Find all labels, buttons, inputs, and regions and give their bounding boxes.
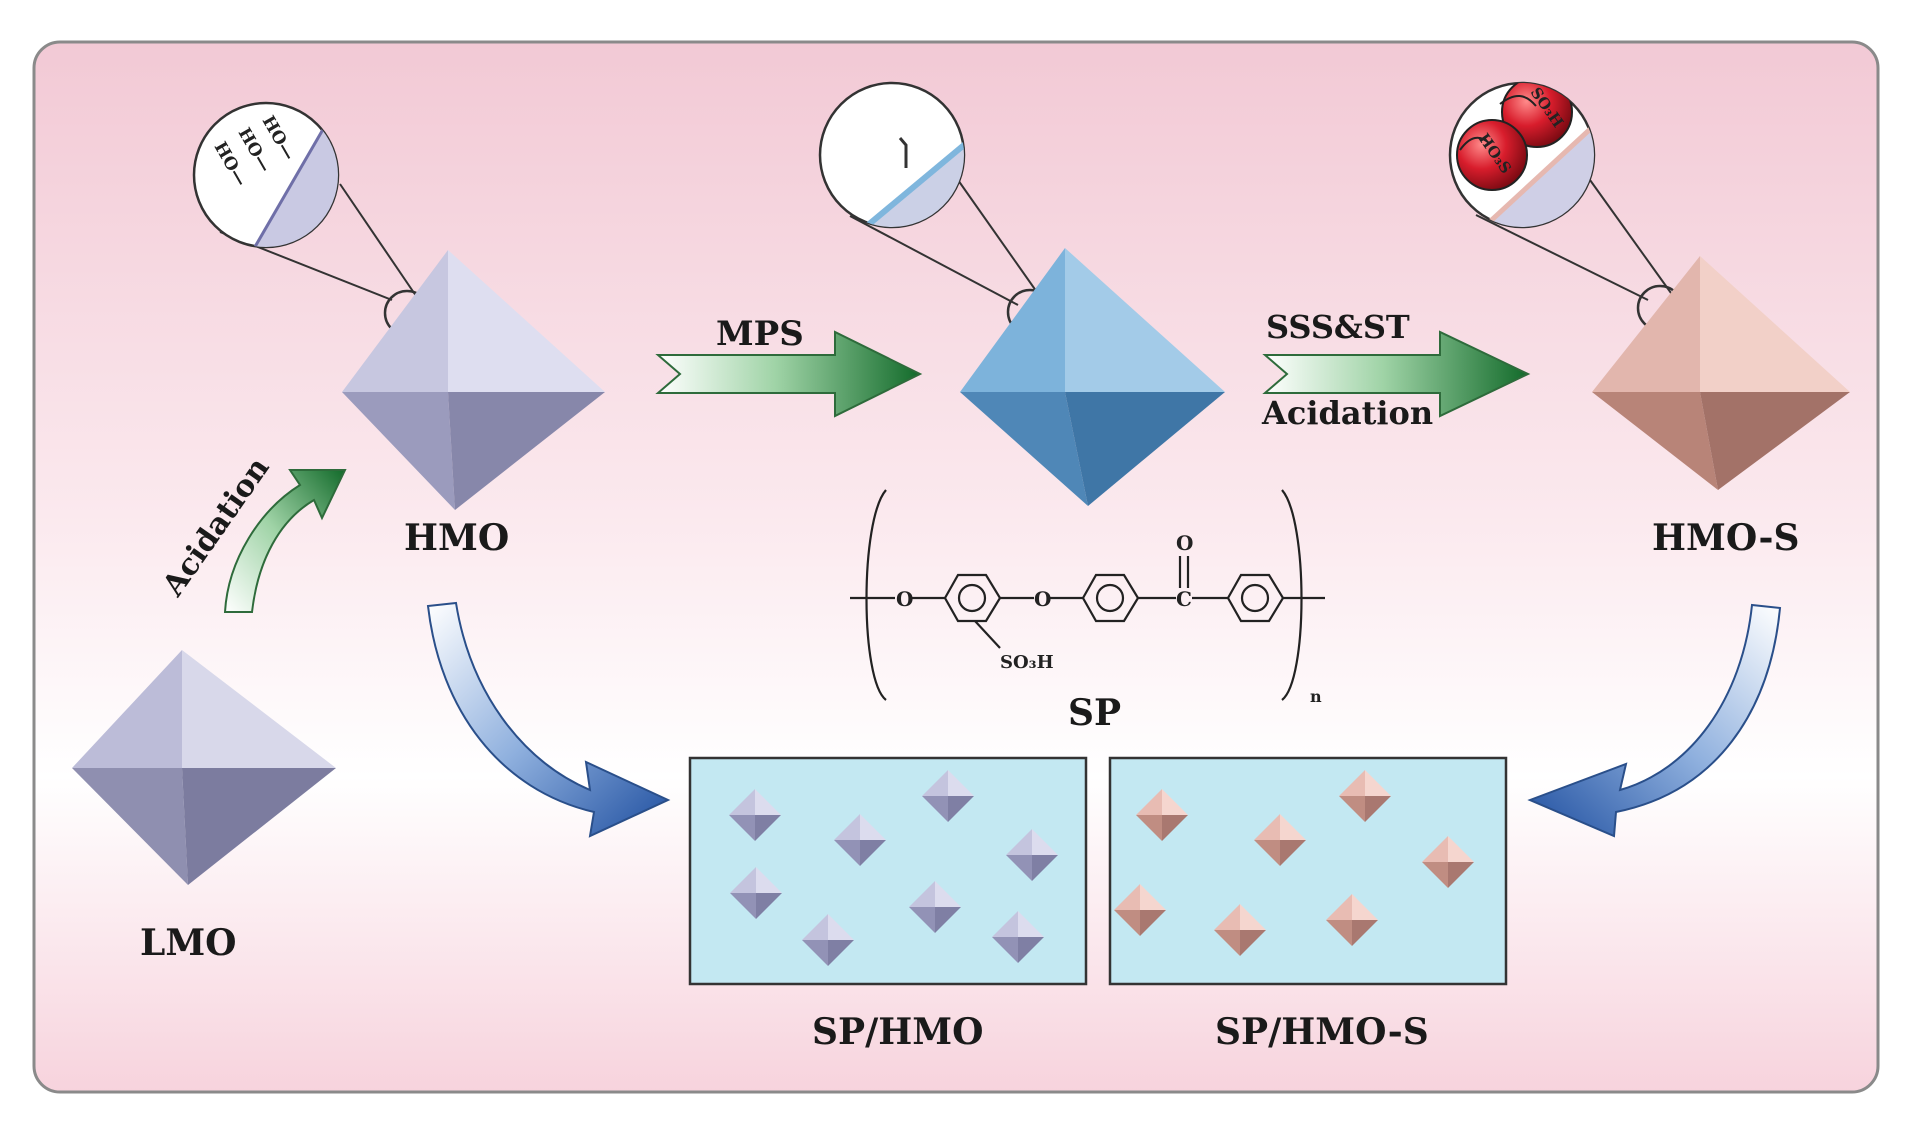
lmo-label: LMO xyxy=(140,922,237,964)
embedded-crystal xyxy=(1136,789,1188,841)
repeat-unit-subscript: n xyxy=(1310,687,1322,706)
hmo-particles xyxy=(729,770,1058,966)
sp-label: SP xyxy=(1068,692,1121,734)
embedded-crystal xyxy=(1326,894,1378,946)
mps-octahedron xyxy=(960,248,1225,506)
hmo-s-particles xyxy=(1114,770,1474,956)
sulfonic-group-label: SO₃H xyxy=(1000,652,1054,673)
mps-arrow xyxy=(655,330,923,418)
embedded-crystal xyxy=(1422,836,1474,888)
embedded-crystal xyxy=(1339,770,1391,822)
hmo-s-octahedron xyxy=(1592,256,1850,490)
embedded-crystal xyxy=(1254,814,1306,866)
ether-oxygen-2: O xyxy=(1034,587,1051,611)
embedded-crystal xyxy=(730,867,782,919)
carbonyl-carbon: C xyxy=(1176,587,1192,611)
embedded-crystal xyxy=(834,814,886,866)
embedded-crystal xyxy=(729,789,781,841)
carbonyl-oxygen: O xyxy=(1176,531,1193,555)
hmo-zoom-callout: HO— HO— HO— xyxy=(192,101,431,337)
acidation-arrow xyxy=(223,469,347,613)
sss-st-arrow xyxy=(1262,330,1531,418)
embedded-crystal xyxy=(922,770,974,822)
hmo-to-membrane-arrow xyxy=(426,601,671,838)
lmo-octahedron xyxy=(72,650,336,885)
hmo-s-label: HMO-S xyxy=(1652,517,1799,559)
embedded-crystal xyxy=(992,911,1044,963)
sp-structure xyxy=(850,489,1325,701)
embedded-crystal xyxy=(1006,829,1058,881)
sp-hmo-s-label: SP/HMO-S xyxy=(1215,1011,1429,1053)
sss-st-arrow-label: SSS&ST xyxy=(1266,308,1410,346)
embedded-crystal xyxy=(802,914,854,966)
embedded-crystal xyxy=(1114,884,1166,936)
sp-hmo-label: SP/HMO xyxy=(812,1011,983,1053)
embedded-crystal xyxy=(1214,904,1266,956)
mps-arrow-label: MPS xyxy=(716,314,804,354)
sulfonate-sphere xyxy=(1501,83,1573,148)
acidation-arrow-label-2: Acidation xyxy=(1261,394,1433,432)
hmo-s-to-membrane-arrow xyxy=(1527,603,1782,838)
hmo-octahedron xyxy=(342,250,605,510)
hmo-label: HMO xyxy=(404,517,509,559)
embedded-crystal xyxy=(909,881,961,933)
ether-oxygen-1: O xyxy=(896,587,913,611)
